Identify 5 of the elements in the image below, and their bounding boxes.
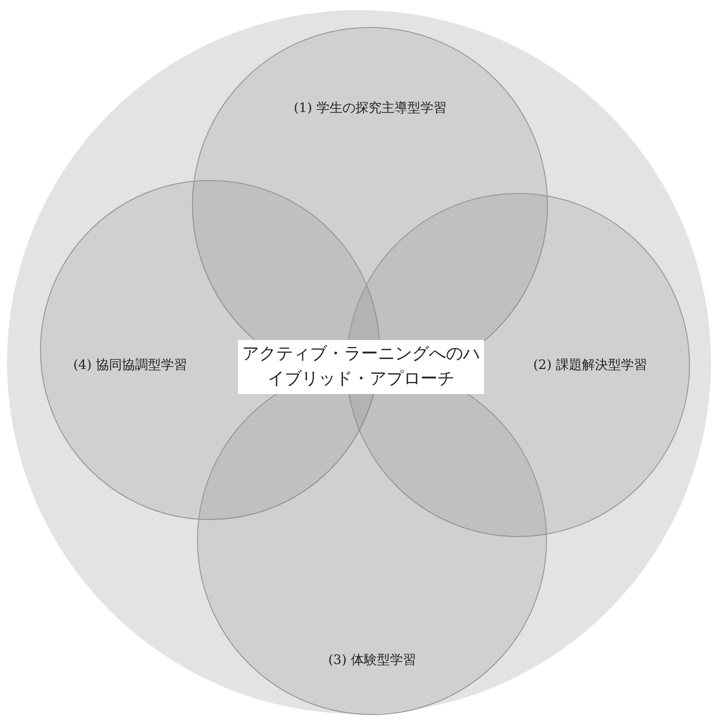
circle-label: (3) 体験型学習: [328, 652, 416, 669]
circle-label: (2) 課題解決型学習: [533, 357, 647, 374]
center-label-box: アクティブ・ラーニングへのハイブリッド・アプローチ: [238, 340, 484, 394]
circle-label: (4) 協同協調型学習: [73, 357, 187, 374]
circle-label: (1) 学生の探究主導型学習: [294, 100, 446, 117]
